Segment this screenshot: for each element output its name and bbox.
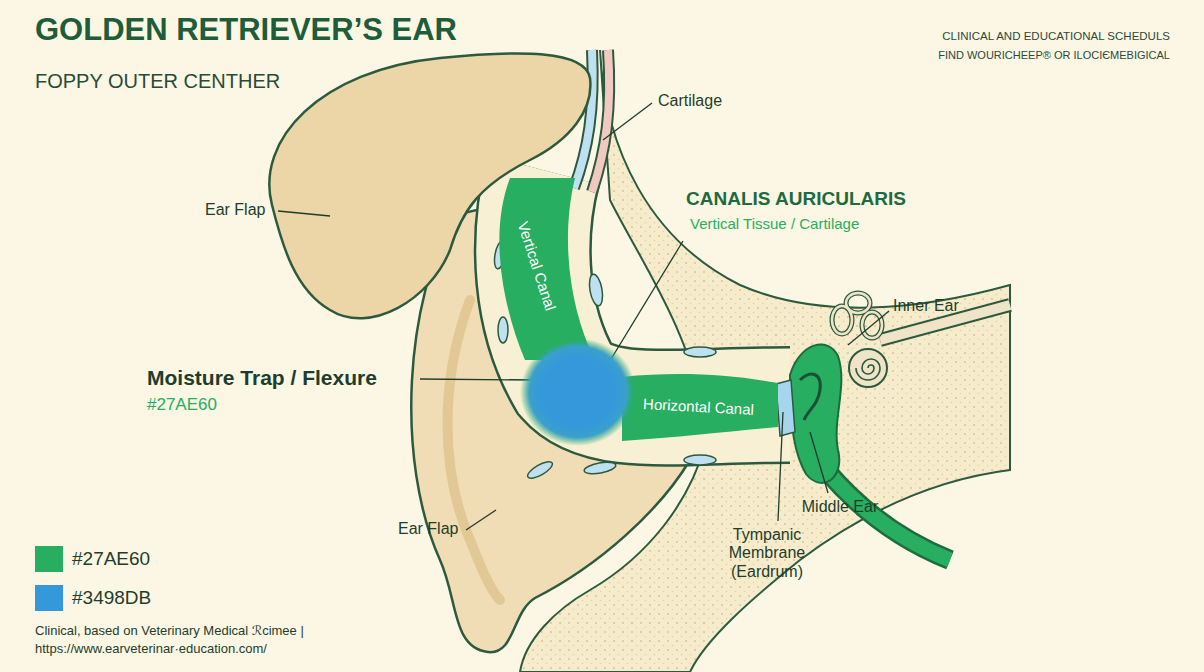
inner-ear [832,293,1010,387]
part-label: Tympanic Membrane (Eardrum) [712,526,822,581]
subtitle: FOPPY OUTER CENTHER [35,70,280,93]
part-label: Cartilage [658,92,722,110]
middle-ear [776,345,950,560]
canal-band: Vertical Canal [480,170,640,450]
canal-band-shape [480,170,640,450]
caption: Clinical, based on Veterinary Medical ℛc… [35,622,475,657]
legend-swatch [35,546,63,572]
part-label: Ear Flap [205,201,265,219]
part-label: Ear Flap [398,520,458,538]
legend-text: #3498DB [72,587,151,609]
part-label: Middle Ear [800,498,880,516]
color-code: #27AE60 [147,395,217,415]
header-note: FIND WOURICHEEP® OR ILOCIЄMEBIGICAL [938,49,1170,62]
legend-text: #27AE60 [72,548,150,570]
header-note: CLINICAL AND EDUCATIONAL SCHEDULS [942,30,1170,43]
section-subheading: Vertical Tissue / Cartilage [690,215,859,232]
part-label: Inner Ear [893,297,959,315]
tissue-region [520,50,1010,672]
leader-lines [278,103,889,530]
callout-heading: Moisture Trap / Flexure [147,366,377,390]
legend-swatch [35,585,63,611]
diagram-title: GOLDEN RETRIEVER’S EAR [35,12,457,48]
canal-band: Horizontal Canal [622,365,782,445]
section-heading: CANALIS AURICULARIS [686,188,906,210]
